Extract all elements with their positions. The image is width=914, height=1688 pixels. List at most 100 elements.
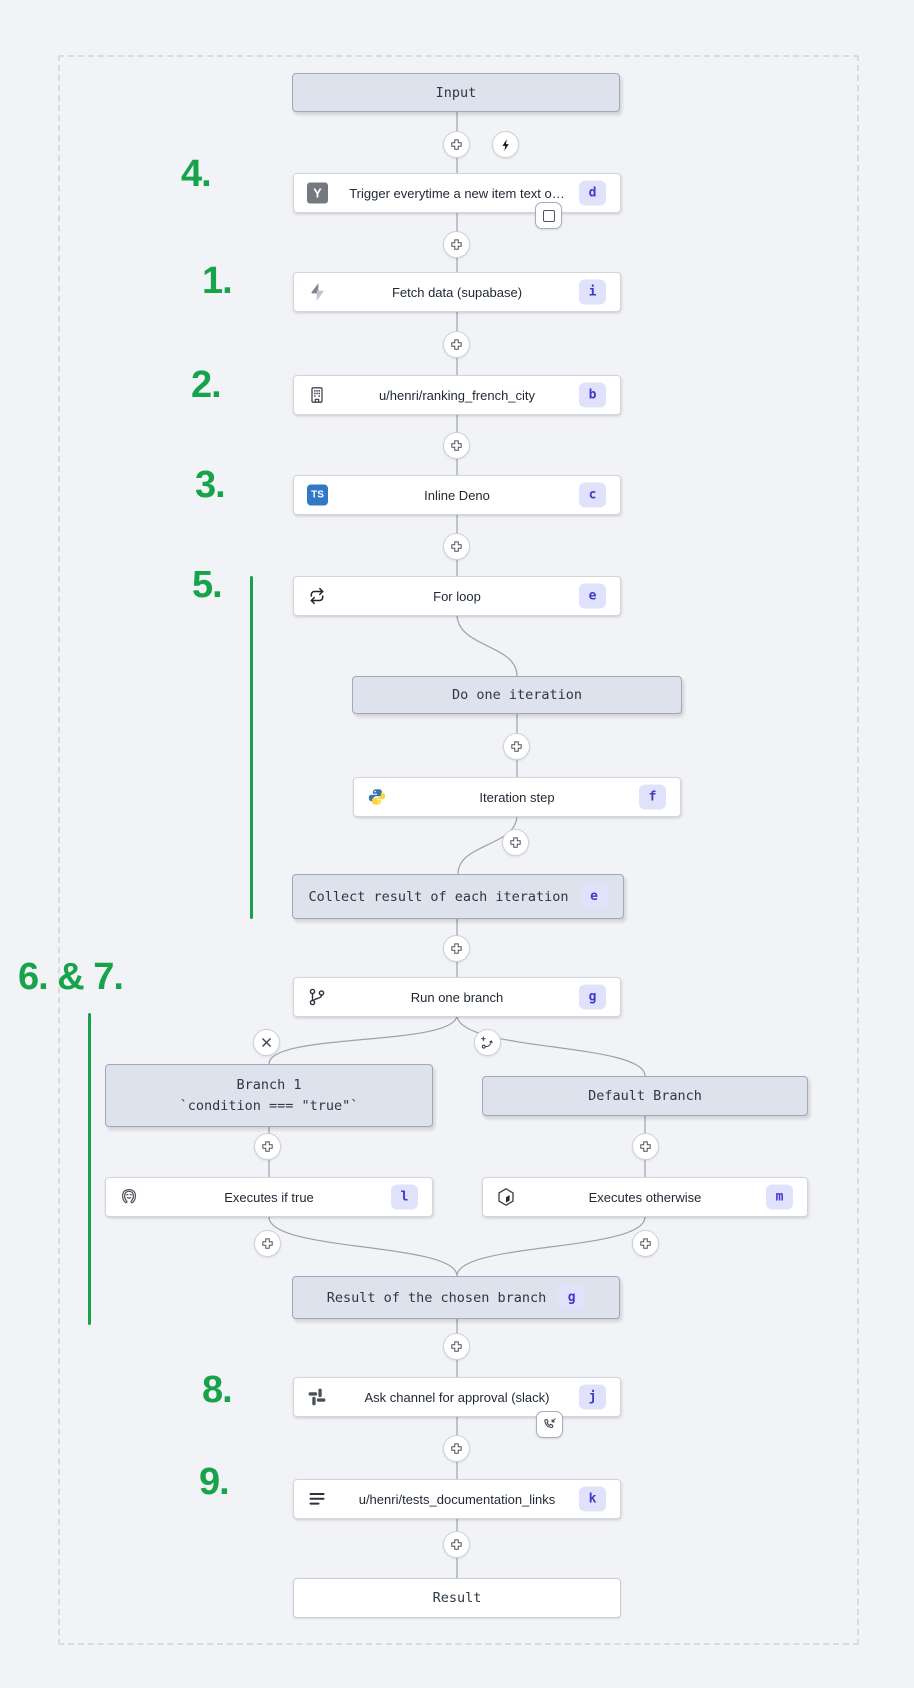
add-step-button[interactable]	[443, 1531, 470, 1558]
step-id-badge: g	[558, 1285, 586, 1310]
plus-icon	[451, 339, 462, 350]
slack-icon	[307, 1387, 327, 1407]
step-node-for-loop[interactable]: For loop e	[293, 576, 621, 616]
canvas-bounds	[58, 55, 859, 1645]
annotation-9: 9.	[199, 1461, 230, 1503]
step-node-executes-if-true[interactable]: Executes if true l	[105, 1177, 433, 1217]
step-title: Inline Deno	[424, 487, 490, 503]
typescript-icon: TS	[307, 484, 328, 506]
annotation-1: 1.	[202, 260, 233, 302]
trigger-lightning-button[interactable]	[492, 131, 519, 158]
step-title: Iteration step	[479, 789, 555, 805]
annotation-2: 2.	[191, 364, 222, 406]
default-branch-node[interactable]: Default Branch	[482, 1076, 808, 1116]
step-node-fetch-data[interactable]: Fetch data (supabase) i	[293, 272, 621, 312]
branch1-title: Branch 1	[236, 1076, 302, 1093]
step-id-badge: c	[579, 482, 606, 508]
plus-icon	[451, 440, 462, 451]
cube-icon	[496, 1187, 516, 1207]
plus-icon	[451, 541, 462, 552]
step-title: Executes otherwise	[588, 1189, 702, 1205]
collect-result-label: Collect result of each iteration	[308, 888, 569, 905]
step-id-badge: i	[579, 279, 606, 305]
branch1-condition: `condition === "true"`	[179, 1097, 359, 1114]
step-node-ask-approval[interactable]: Ask channel for approval (slack) j	[293, 1377, 621, 1417]
annotation-8: 8.	[202, 1369, 233, 1411]
add-branch-button[interactable]	[474, 1029, 501, 1056]
add-step-button[interactable]	[503, 733, 530, 760]
step-title: Fetch data (supabase)	[391, 284, 523, 300]
step-node-run-one-branch[interactable]: Run one branch g	[293, 977, 621, 1017]
approval-suspend-button[interactable]	[536, 1411, 563, 1438]
building-icon	[307, 385, 327, 405]
input-node[interactable]: Input	[292, 73, 620, 112]
add-step-button[interactable]	[502, 829, 529, 856]
add-step-button[interactable]	[443, 1435, 470, 1462]
step-id-badge: e	[579, 583, 606, 609]
add-step-button[interactable]	[443, 533, 470, 560]
branch-add-icon	[480, 1036, 493, 1049]
add-step-button[interactable]	[443, 131, 470, 158]
step-title: Run one branch	[410, 989, 504, 1005]
annotation-line-5	[250, 576, 253, 919]
result-node[interactable]: Result	[293, 1578, 621, 1618]
add-step-button[interactable]	[443, 935, 470, 962]
add-step-button[interactable]	[254, 1133, 281, 1160]
annotation-3: 3.	[195, 464, 226, 506]
result-chosen-branch-label: Result of the chosen branch	[326, 1289, 547, 1306]
lightning-icon	[501, 138, 509, 151]
result-label: Result	[432, 1590, 482, 1606]
early-stop-button[interactable]	[535, 202, 562, 229]
step-node-ranking-french-city[interactable]: u/henri/ranking_french_city b	[293, 375, 621, 415]
step-id-badge: j	[579, 1384, 606, 1410]
step-node-inline-deno[interactable]: TS Inline Deno c	[293, 475, 621, 515]
step-id-badge: g	[579, 984, 606, 1010]
plus-icon	[451, 239, 462, 250]
step-title: For loop	[433, 588, 481, 604]
remove-branch-button[interactable]	[253, 1029, 280, 1056]
repeat-icon	[307, 586, 327, 606]
branch1-node[interactable]: Branch 1 `condition === "true"`	[105, 1064, 433, 1127]
input-node-label: Input	[435, 84, 477, 101]
add-step-button[interactable]	[632, 1230, 659, 1257]
plus-icon	[451, 139, 462, 150]
plus-icon	[511, 741, 522, 752]
step-node-executes-otherwise[interactable]: Executes otherwise m	[482, 1177, 808, 1217]
step-title: Ask channel for approval (slack)	[364, 1389, 550, 1405]
annotation-6-7: 6. & 7.	[18, 956, 124, 998]
step-id-badge: k	[579, 1486, 606, 1512]
step-id-badge: m	[766, 1184, 793, 1210]
add-step-button[interactable]	[443, 331, 470, 358]
add-step-button[interactable]	[443, 231, 470, 258]
do-one-iteration-node[interactable]: Do one iteration	[352, 676, 682, 714]
add-step-button[interactable]	[443, 1333, 470, 1360]
plus-icon	[262, 1141, 273, 1152]
step-id-badge: b	[579, 382, 606, 408]
hackernews-y-icon: Y	[307, 182, 328, 204]
plus-icon	[262, 1238, 273, 1249]
do-one-iteration-label: Do one iteration	[451, 687, 583, 703]
plus-icon	[510, 837, 521, 848]
plus-icon	[451, 1443, 462, 1454]
step-id-badge: e	[580, 884, 608, 909]
supabase-bolt-icon	[307, 282, 328, 303]
step-node-tests-documentation-links[interactable]: u/henri/tests_documentation_links k	[293, 1479, 621, 1519]
python-icon	[367, 787, 387, 807]
step-id-badge: l	[391, 1184, 418, 1210]
step-node-trigger[interactable]: Y Trigger everytime a new item text o… d	[293, 173, 621, 213]
phone-incoming-icon	[544, 1418, 556, 1429]
annotation-5: 5.	[192, 564, 223, 606]
step-id-badge: d	[579, 180, 606, 206]
add-step-button[interactable]	[254, 1230, 281, 1257]
plus-icon	[451, 943, 462, 954]
annotation-line-6-7	[88, 1013, 91, 1325]
plus-icon	[451, 1539, 462, 1550]
add-step-button[interactable]	[443, 432, 470, 459]
step-title: u/henri/tests_documentation_links	[358, 1491, 556, 1507]
result-chosen-branch-node[interactable]: Result of the chosen branch g	[292, 1276, 620, 1319]
add-step-button[interactable]	[632, 1133, 659, 1160]
collect-result-node[interactable]: Collect result of each iteration e	[292, 874, 624, 919]
menu-lines-icon	[307, 1489, 327, 1509]
step-node-iteration-step[interactable]: Iteration step f	[353, 777, 681, 817]
annotation-4: 4.	[181, 153, 212, 195]
